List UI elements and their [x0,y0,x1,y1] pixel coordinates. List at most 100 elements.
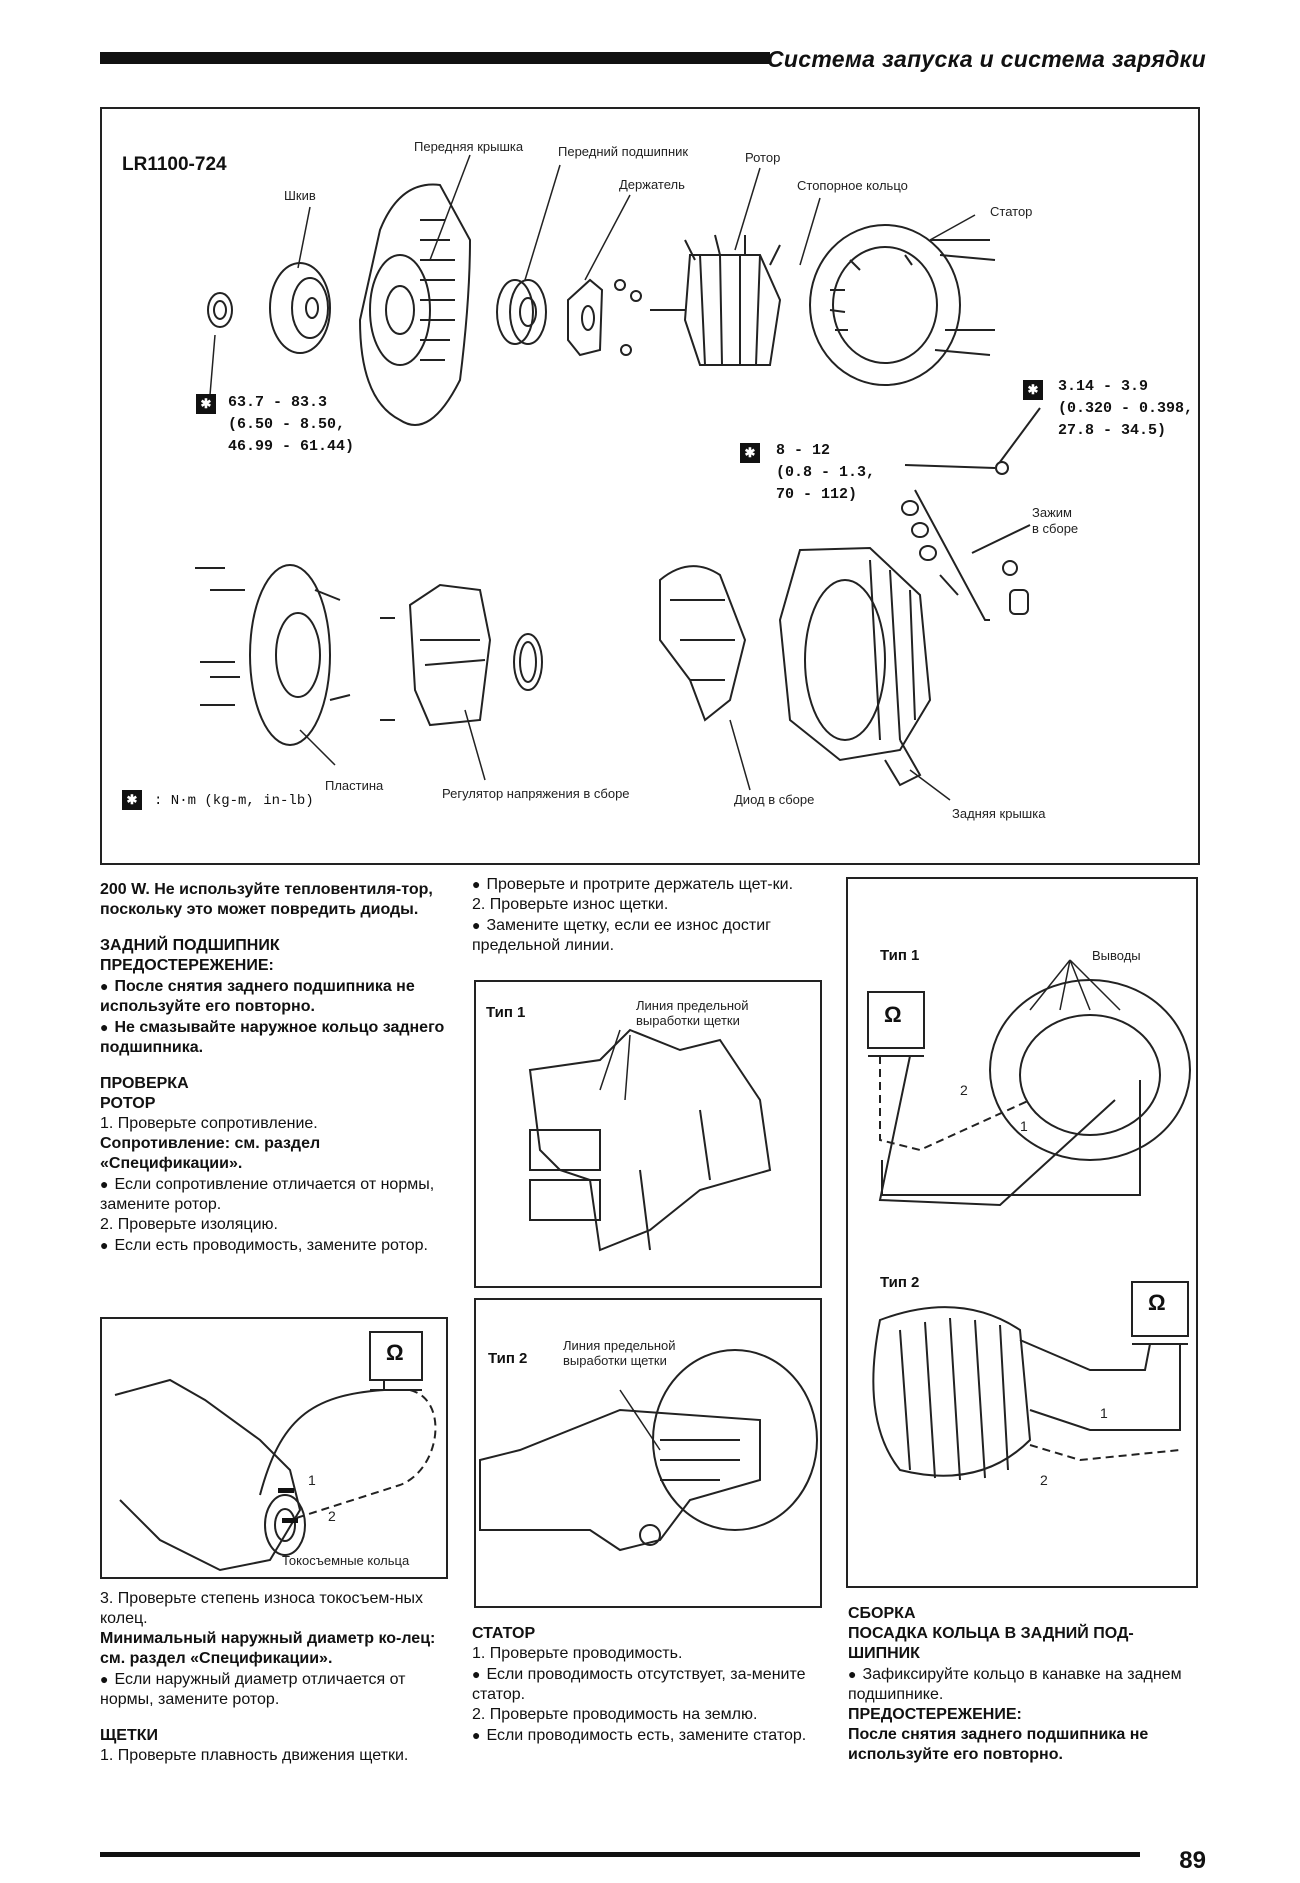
brushes-heading: ЩЕТКИ [100,1727,159,1744]
rotor-step-1: 1. Проверьте сопротивление. [100,1115,318,1132]
diode-warning: 200 W. Не используйте тепловентиля-тор, … [100,881,433,918]
label-diode: Диод в сборе [734,792,815,807]
brush-step-2: 2. Проверьте износ щетки. [472,896,669,913]
pulley-drawing [269,262,331,354]
through-bolt-drawing [904,407,1041,475]
stator-step-1: 1. Проверьте проводимость. [472,1645,683,1662]
label-plate: Пластина [325,778,384,793]
rotor-lead-1: 1 [308,1472,316,1488]
rotor-lead-2: 2 [328,1508,336,1524]
stator-test-figure [846,877,1198,1588]
column-2-continued: СТАТОР 1. Проверьте проводимость. Если п… [472,1624,824,1746]
label-front-bearing: Передний подшипник [558,144,689,159]
limit-line-label: Линия предельной выработки щетки [563,1338,676,1368]
caution-heading: ПРЕДОСТЕРЕЖЕНИЕ: [100,957,274,974]
plate-screws-drawing [195,567,245,706]
inspection-heading: ПРОВЕРКА [100,1075,189,1092]
rotor-step-2: 2. Проверьте изоляцию. [100,1216,278,1233]
caution-text: После снятия заднего подшипника не испол… [848,1726,1149,1763]
rotor-step-3: 3. Проверьте степень износа токосъем-ных… [100,1590,424,1627]
brush-type2-figure [474,1298,822,1608]
rotor-bullet: Если есть проводимость, замените ротор. [100,1235,452,1256]
brush-bullet: Замените щетку, если ее износ достиг пре… [472,915,824,956]
footer-rule [100,1852,1140,1857]
label-front-cover: Передняя крышка [414,139,524,154]
brush-bullet: Проверьте и протрите держатель щет-ки. [472,874,824,895]
terminal-parts-drawing [901,489,1031,621]
label-stator: Статор [990,204,1033,219]
stator-step-2: 2. Проверьте проводимость на землю. [472,1706,758,1723]
limit-line-label: Линия предельной выработки щетки [636,998,749,1028]
page-number: 89 [1179,1847,1206,1874]
ohm-symbol: Ω [884,1002,902,1027]
label-regulator: Регулятор напряжения в сборе [442,786,630,801]
torque-pulley-nut: 63.7 - 83.3 (6.50 - 8.50, 46.99 - 61.44) [228,394,355,455]
front-bearing-drawing [496,279,547,345]
caution-heading: ПРЕДОСТЕРЕЖЕНИЕ: [848,1706,1022,1723]
rotor-bullet: Если сопротивление отличается от нормы, … [100,1174,452,1215]
leads-label: Выводы [1092,948,1141,963]
rotor-drawing [650,234,782,366]
lead-number: 2 [960,1082,968,1098]
holder-screws-drawing [614,279,642,356]
rotor-spec: Сопротивление: см. раздел «Спецификации»… [100,1135,321,1172]
torque-terminal-nut: 8 - 12 (0.8 - 1.3, 70 - 112) [776,442,876,503]
assembly-bullet: Зафиксируйте кольцо в канавке на заднем … [848,1664,1204,1705]
label-retainer-ring: Стопорное кольцо [797,178,908,193]
slip-rings-label: Токосъемные кольца [282,1553,410,1568]
label-rotor: Ротор [745,150,781,165]
label-terminal-assembly: Зажим в сборе [1032,505,1079,536]
assembly-heading: СБОРКА [848,1605,916,1622]
caution-item: После снятия заднего подшипника не испол… [100,976,452,1017]
leader-lines [209,154,976,801]
regulator-ring-drawing [513,633,543,691]
page-header-title: Система запуска и система зарядки [766,46,1206,72]
rotor-heading: РОТОР [100,1095,156,1112]
stator-bullet: Если проводимость есть, замените статор. [472,1725,824,1746]
rotor-min-diameter: Минимальный наружный диаметр ко-лец: см.… [100,1630,436,1667]
torque-wrench-icon: ✱ [740,443,760,463]
lead-number: 1 [1100,1405,1108,1421]
stator-heading: СТАТОР [472,1625,536,1642]
column-1-continued: 3. Проверьте степень износа токосъем-ных… [100,1589,452,1766]
type2-label: Тип 2 [880,1274,920,1291]
lead-number: 1 [1020,1118,1028,1134]
holder-drawing [567,278,604,357]
ohm-symbol: Ω [386,1340,404,1365]
column-1: 200 W. Не используйте тепловентиля-тор, … [100,880,452,1256]
stator-bullet: Если проводимость отсутствует, за-мените… [472,1664,824,1705]
label-pulley: Шкив [284,188,316,203]
torque-wrench-icon: ✱ [122,790,142,810]
torque-wrench-icon: ✱ [196,394,216,414]
units-legend: : N·m (kg-m, in-lb) [154,793,314,809]
model-number: LR1100-724 [122,154,227,175]
column-2: Проверьте и протрите держатель щет-ки. 2… [472,874,824,956]
ring-heading: ПОСАДКА КОЛЬЦА В ЗАДНИЙ ПОД-ШИПНИК [848,1625,1134,1662]
torque-through-bolt: 3.14 - 3.9 (0.320 - 0.398, 27.8 - 34.5) [1058,378,1194,439]
torque-wrench-icon: ✱ [1023,380,1043,400]
label-holder: Держатель [619,177,685,192]
stator-drawing [809,224,996,386]
rear-cover-drawing [778,546,932,787]
alternator-exploded-figure [100,107,1200,865]
lead-number: 2 [1040,1472,1048,1488]
header-rule [100,52,770,64]
type2-label: Тип 2 [488,1350,528,1367]
front-cover-drawing [358,183,472,426]
caution-item: Не смазывайте наружное кольцо заднего по… [100,1017,452,1058]
regulator-drawing [380,583,492,727]
diode-drawing [659,565,747,722]
brushes-step-1: 1. Проверьте плавность движения щетки. [100,1747,409,1764]
label-rear-cover: Задняя крышка [952,806,1046,821]
type1-label: Тип 1 [486,1004,526,1021]
rotor-bullet: Если наружный диаметр отличается от норм… [100,1669,452,1710]
ohm-symbol: Ω [1148,1290,1166,1315]
column-3: СБОРКА ПОСАДКА КОЛЬЦА В ЗАДНИЙ ПОД-ШИПНИ… [848,1604,1204,1765]
rotor-test-figure [100,1317,448,1579]
plate-drawing [249,564,351,746]
